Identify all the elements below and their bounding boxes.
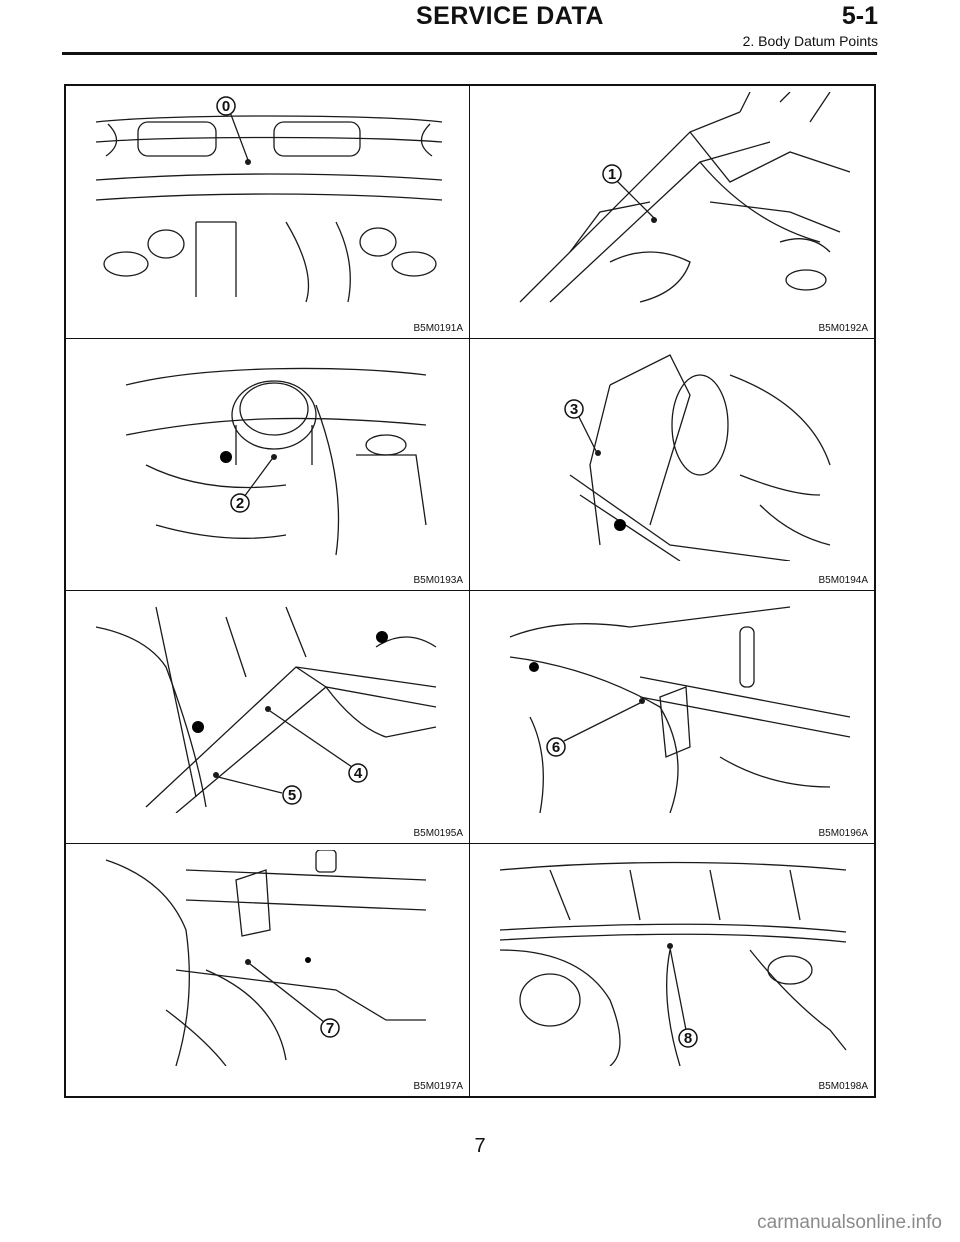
figure-grid: 0 B5M0191A 1 B5M0192A (64, 84, 876, 1098)
figure-code: B5M0197A (413, 1081, 463, 1092)
callout-label: 1 (608, 166, 616, 183)
header-rule (62, 52, 877, 55)
figure-cell-6: 6 B5M0196A (470, 591, 874, 844)
body-drawing-rear-frame: 6 (509, 606, 851, 813)
figure-cell-7: 7 B5M0197A (66, 843, 470, 1096)
page-title: SERVICE DATA (416, 2, 604, 30)
body-drawing-rear-panel: 8 (499, 861, 847, 1066)
figure-cell-2: 1 B5M0192A (470, 86, 874, 339)
figure-code: B5M0196A (818, 827, 868, 839)
body-drawing-rear-side-member: 7 (105, 849, 427, 1066)
figure-cell-5: 4 5 B5M0195A (66, 591, 470, 844)
figure-code: B5M0195A (413, 827, 463, 839)
section-subtitle: 2. Body Datum Points (742, 33, 878, 49)
callout-label: 4 (354, 765, 363, 782)
section-number: 5-1 (841, 2, 878, 30)
figure-code: B5M0194A (818, 575, 868, 586)
body-drawing-side-member: 3 (564, 353, 831, 561)
figure-code: B5M0193A (413, 575, 463, 586)
body-drawing-strut-area: 1 (519, 92, 851, 303)
callout-label: 6 (552, 739, 560, 756)
body-drawing-front-panel: 0 (95, 96, 443, 303)
figure-cell-1: 0 B5M0191A (66, 86, 470, 339)
figure-code: B5M0191A (413, 322, 463, 334)
page-number: 7 (474, 1135, 486, 1157)
callout-label: 5 (288, 787, 296, 804)
callout-label: 8 (684, 1030, 692, 1047)
callout-label: 2 (236, 495, 244, 512)
callout-label: 3 (570, 401, 578, 418)
figure-cell-8: 8 B5M0198A (470, 844, 874, 1097)
figure-code: B5M0192A (818, 322, 868, 334)
body-drawing-floor-frame: 4 5 (95, 606, 437, 813)
figure-code: B5M0198A (818, 1081, 868, 1092)
figure-cell-3: 2 B5M0193A (66, 338, 470, 591)
body-drawing-strut-tower: 2 (125, 367, 427, 555)
figure-cell-4: 3 B5M0194A (470, 339, 874, 591)
callout-label: 7 (326, 1020, 334, 1037)
callout-label: 0 (222, 98, 230, 115)
watermark: carmanualsonline.info (757, 1212, 942, 1233)
